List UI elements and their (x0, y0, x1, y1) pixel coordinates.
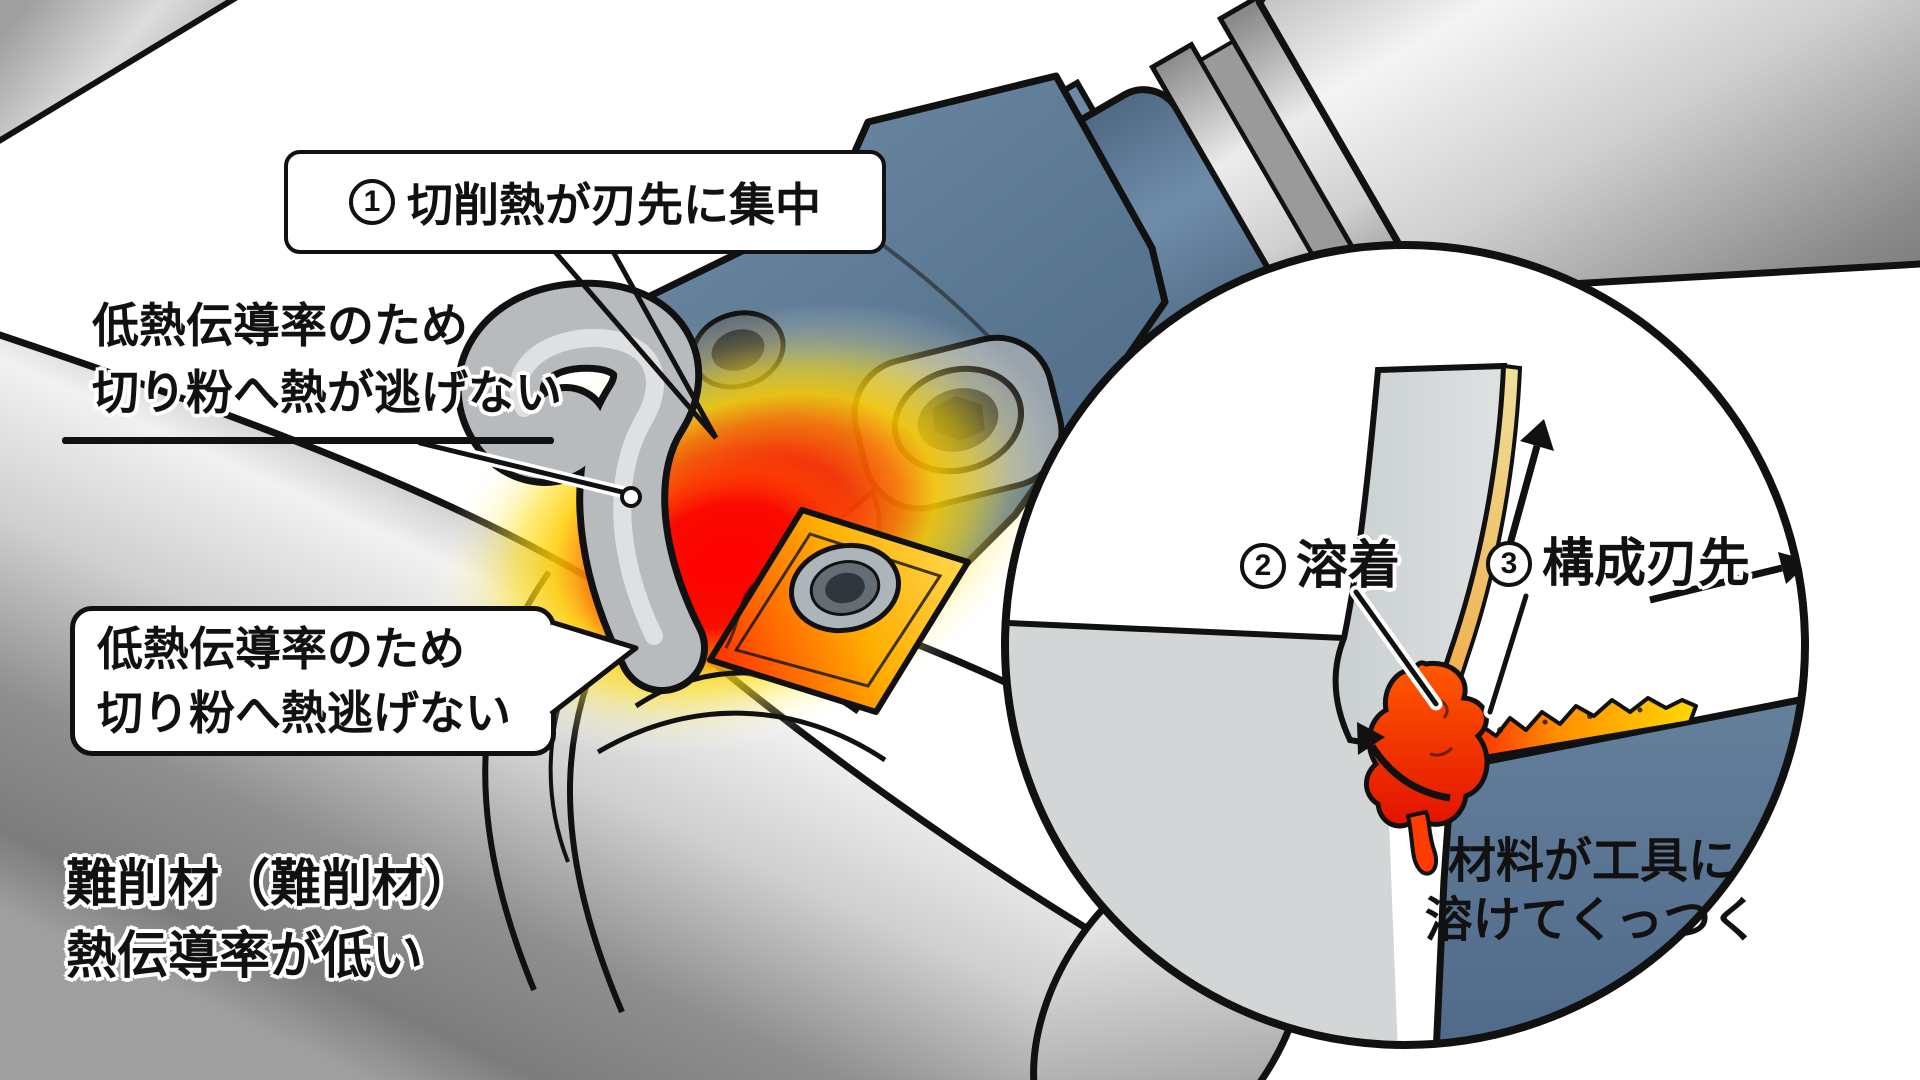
spindle-taper-cone (1255, 0, 1920, 296)
material-rotation-arrow-icon (1357, 722, 1451, 802)
inset-circle-ring (1001, 241, 1809, 1049)
bubble-line1: 低熱伝導率のため (97, 623, 465, 675)
label-chip-no-heat-escape: 低熱伝導率のため 切り粉へ熱が逃げない (92, 292, 562, 426)
speech-bubble-workpiece: 低熱伝導率のため 切り粉へ熱逃げない (70, 606, 556, 756)
step-1-badge: 1 (349, 179, 395, 225)
step-2-badge: 2 (1240, 543, 1286, 589)
inset-leader-lines (1349, 585, 1533, 719)
label-welding: 2 溶着 (1240, 540, 1400, 592)
inset-caption-line1: 材料が工具に (1447, 835, 1736, 888)
inset-caption: 材料が工具に 溶けてくっつく (1402, 832, 1782, 950)
chip-leader-dot (620, 486, 642, 508)
callout-leader-lines (414, 244, 719, 508)
callout-heat-text: 切削熱が刃先に集中 (407, 179, 821, 231)
label-material-line2: 熱伝導率が低い (66, 927, 424, 984)
corner-cylinder (0, 0, 238, 144)
label-underline (62, 437, 554, 444)
label-chip-line2: 切り粉へ熱が逃げない (92, 366, 562, 419)
step-3-badge: 3 (1486, 541, 1532, 587)
callout-heat-concentration: 1 切削熱が刃先に集中 (284, 150, 886, 254)
cutting-insert (707, 507, 971, 715)
label-welding-text: 溶着 (1296, 537, 1401, 595)
insert-screw-hole-icon (788, 542, 902, 634)
speech-bubble-tail (549, 619, 639, 716)
inset-caption-line2: 溶けてくっつく (1424, 894, 1760, 947)
label-chip-line1: 低熱伝導率のため (92, 299, 468, 352)
bubble-line2: 切り粉へ熱逃げない (97, 687, 511, 739)
label-difficult-material: 難削材（難削材） 熱伝導率が低い (66, 848, 474, 992)
built-up-edge-smear (1464, 696, 1698, 762)
label-material-line1: 難削材（難削材） (66, 855, 475, 912)
label-built-up-edge-text: 構成刃先 (1542, 535, 1751, 593)
label-built-up-edge: 3 構成刃先 (1486, 538, 1750, 590)
